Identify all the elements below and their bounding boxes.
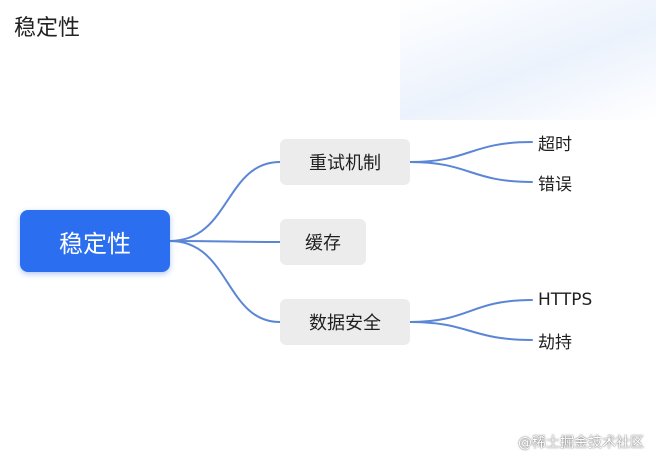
source-watermark: @稀土掘金技术社区	[518, 435, 644, 451]
root-node: 稳定性	[20, 210, 170, 272]
connector-root-branch-3	[169, 240, 281, 323]
connector-branch-1-leaf-2	[409, 161, 533, 183]
connector-branch-3-leaf-2	[409, 321, 533, 341]
connector-branch-3-leaf-1	[409, 299, 533, 323]
page-title: 稳定性	[14, 16, 81, 41]
leaf-node-timeout: 超时	[538, 134, 572, 155]
connector-root-branch-2	[169, 240, 281, 243]
branch-node-retry: 重试机制	[280, 139, 410, 185]
connector-root-branch-1	[169, 161, 281, 242]
branch-node-cache: 缓存	[280, 219, 366, 265]
leaf-node-error: 错误	[538, 174, 572, 195]
leaf-node-hijack: 劫持	[538, 332, 572, 353]
branch-node-data-security: 数据安全	[280, 299, 410, 345]
leaf-node-https: HTTPS	[538, 290, 593, 310]
connector-branch-1-leaf-1	[409, 141, 533, 163]
